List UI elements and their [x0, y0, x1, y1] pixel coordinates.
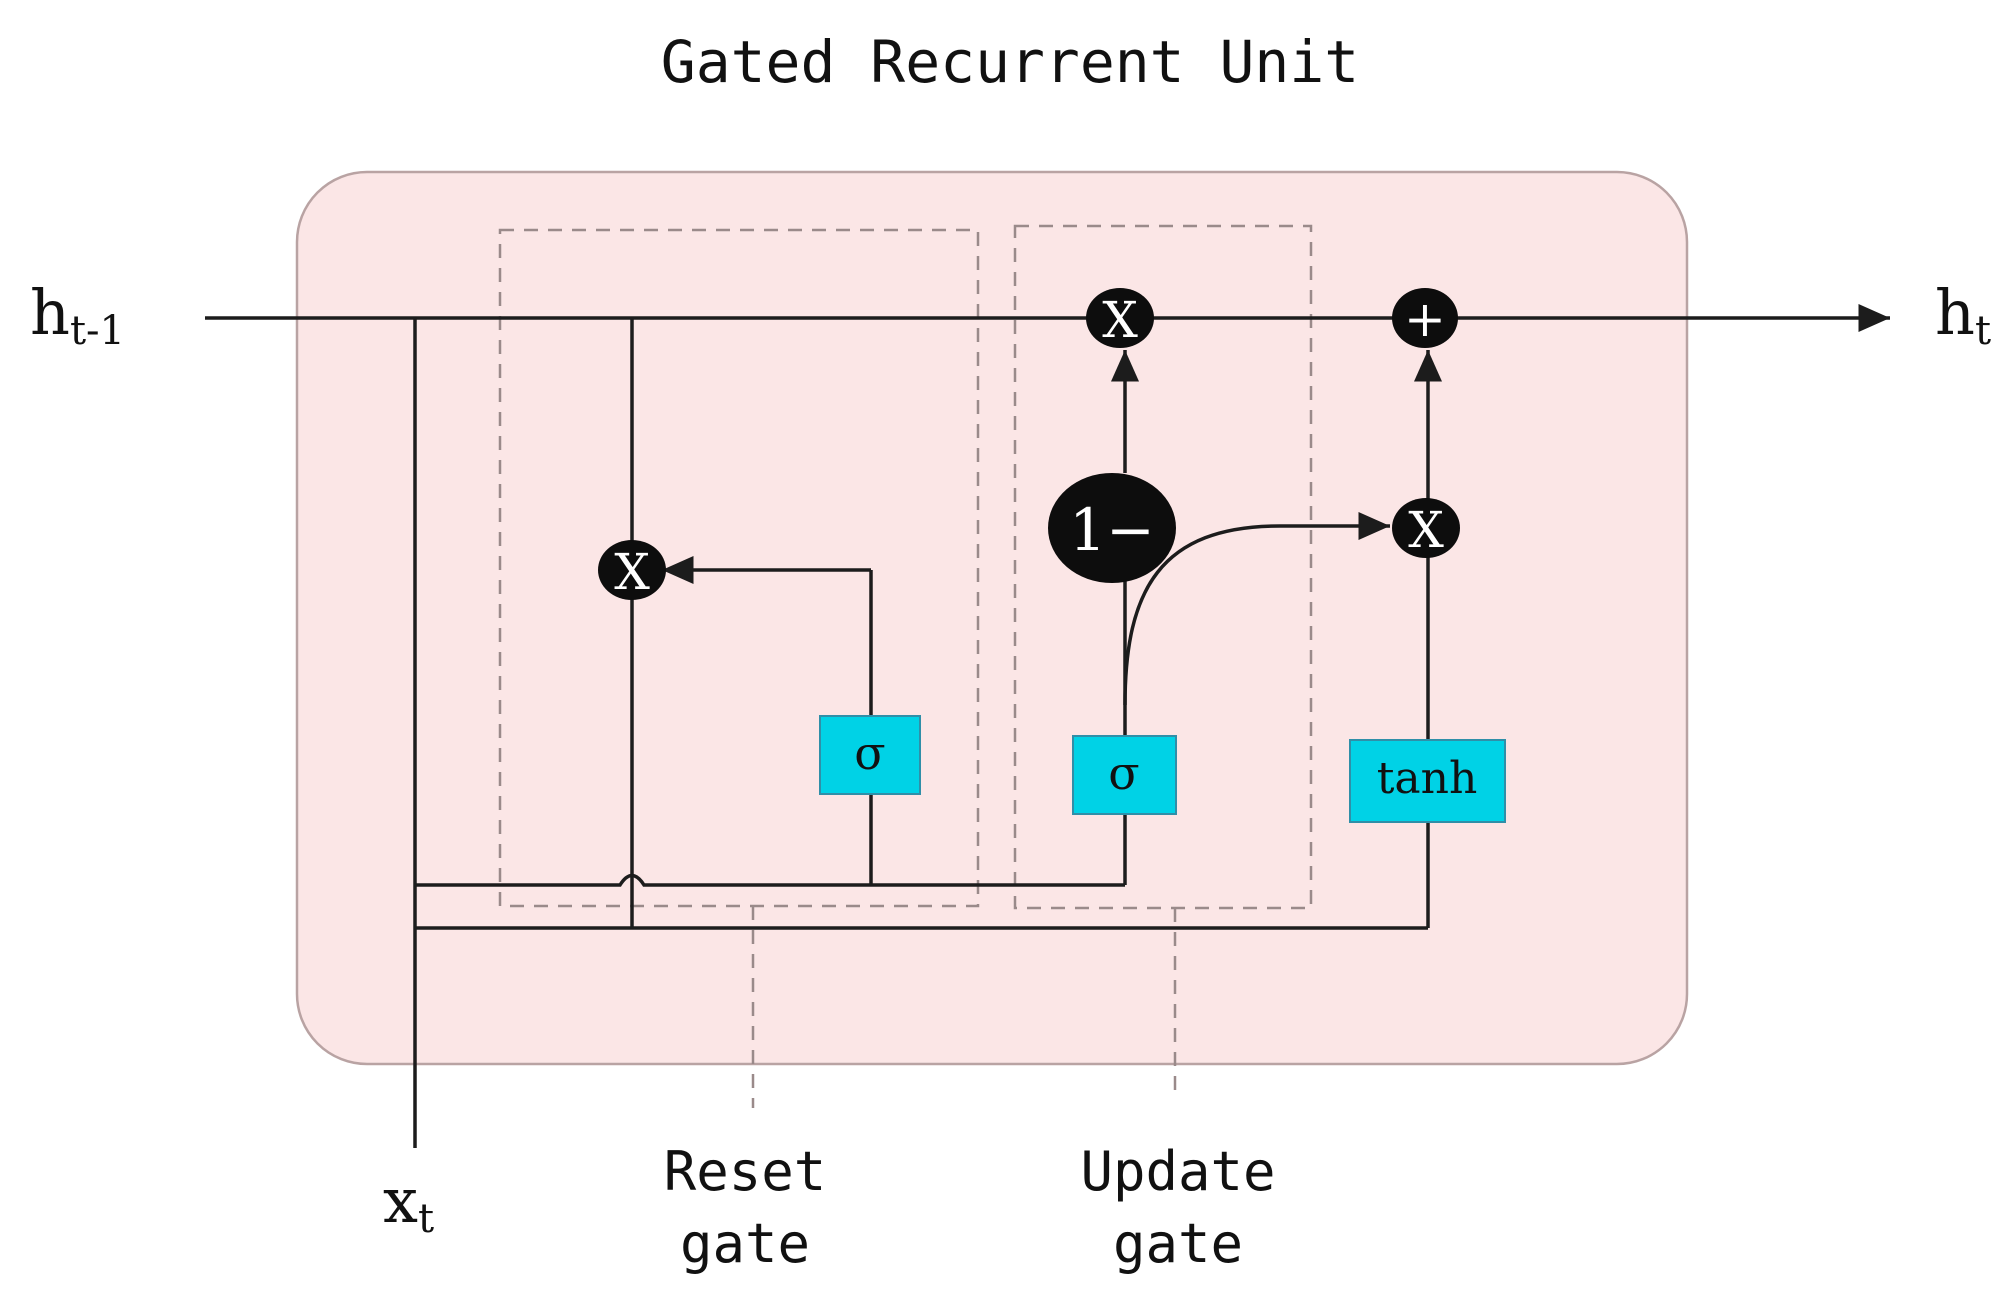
update-sigma-box: σ — [1072, 735, 1177, 815]
reset-gate-region — [498, 228, 980, 908]
update-signal-curve — [1123, 512, 1390, 706]
tanh-label: tanh — [1377, 753, 1478, 804]
output-base: h — [1935, 276, 1975, 349]
reset-multiply-symbol: X — [614, 543, 650, 601]
update-multiply-symbol: X — [1102, 291, 1138, 349]
candidate-multiply-symbol: X — [1408, 501, 1444, 559]
update-multiply-node: X — [1086, 288, 1154, 349]
output-sub: t — [1975, 308, 1991, 354]
connection-lines — [205, 304, 1890, 1148]
update-gate-label-line2: gate — [1113, 1212, 1243, 1275]
reset-gate-label-line2: gate — [680, 1212, 810, 1275]
tanh-box: tanh — [1349, 739, 1506, 823]
add-symbol: + — [1404, 290, 1446, 348]
x-input-sub: t — [418, 1196, 434, 1242]
add-node: + — [1392, 288, 1458, 348]
hidden-state-input-label: ht-1 — [30, 276, 125, 354]
x-input-label: xt — [383, 1164, 434, 1242]
update-gate-region — [1013, 224, 1313, 910]
diagram-title: Gated Recurrent Unit — [661, 28, 1359, 96]
gru-cell-background — [295, 170, 1689, 1066]
update-gate-label-line1: Update — [1080, 1140, 1275, 1203]
output-label: ht — [1935, 276, 1991, 354]
one-minus-node: 1− — [1048, 473, 1176, 583]
hidden-state-input-sub: t-1 — [70, 308, 125, 354]
reset-gate-label-line1: Reset — [664, 1140, 827, 1203]
reset-sigma-symbol: σ — [854, 726, 885, 780]
update-sigma-symbol: σ — [1108, 746, 1139, 800]
hidden-state-input-base: h — [30, 276, 70, 349]
candidate-multiply-node: X — [1392, 498, 1460, 559]
x-input-base: x — [383, 1164, 418, 1237]
one-minus-symbol: 1− — [1069, 496, 1155, 564]
reset-sigma-box: σ — [819, 715, 921, 795]
reset-multiply-node: X — [598, 540, 666, 601]
